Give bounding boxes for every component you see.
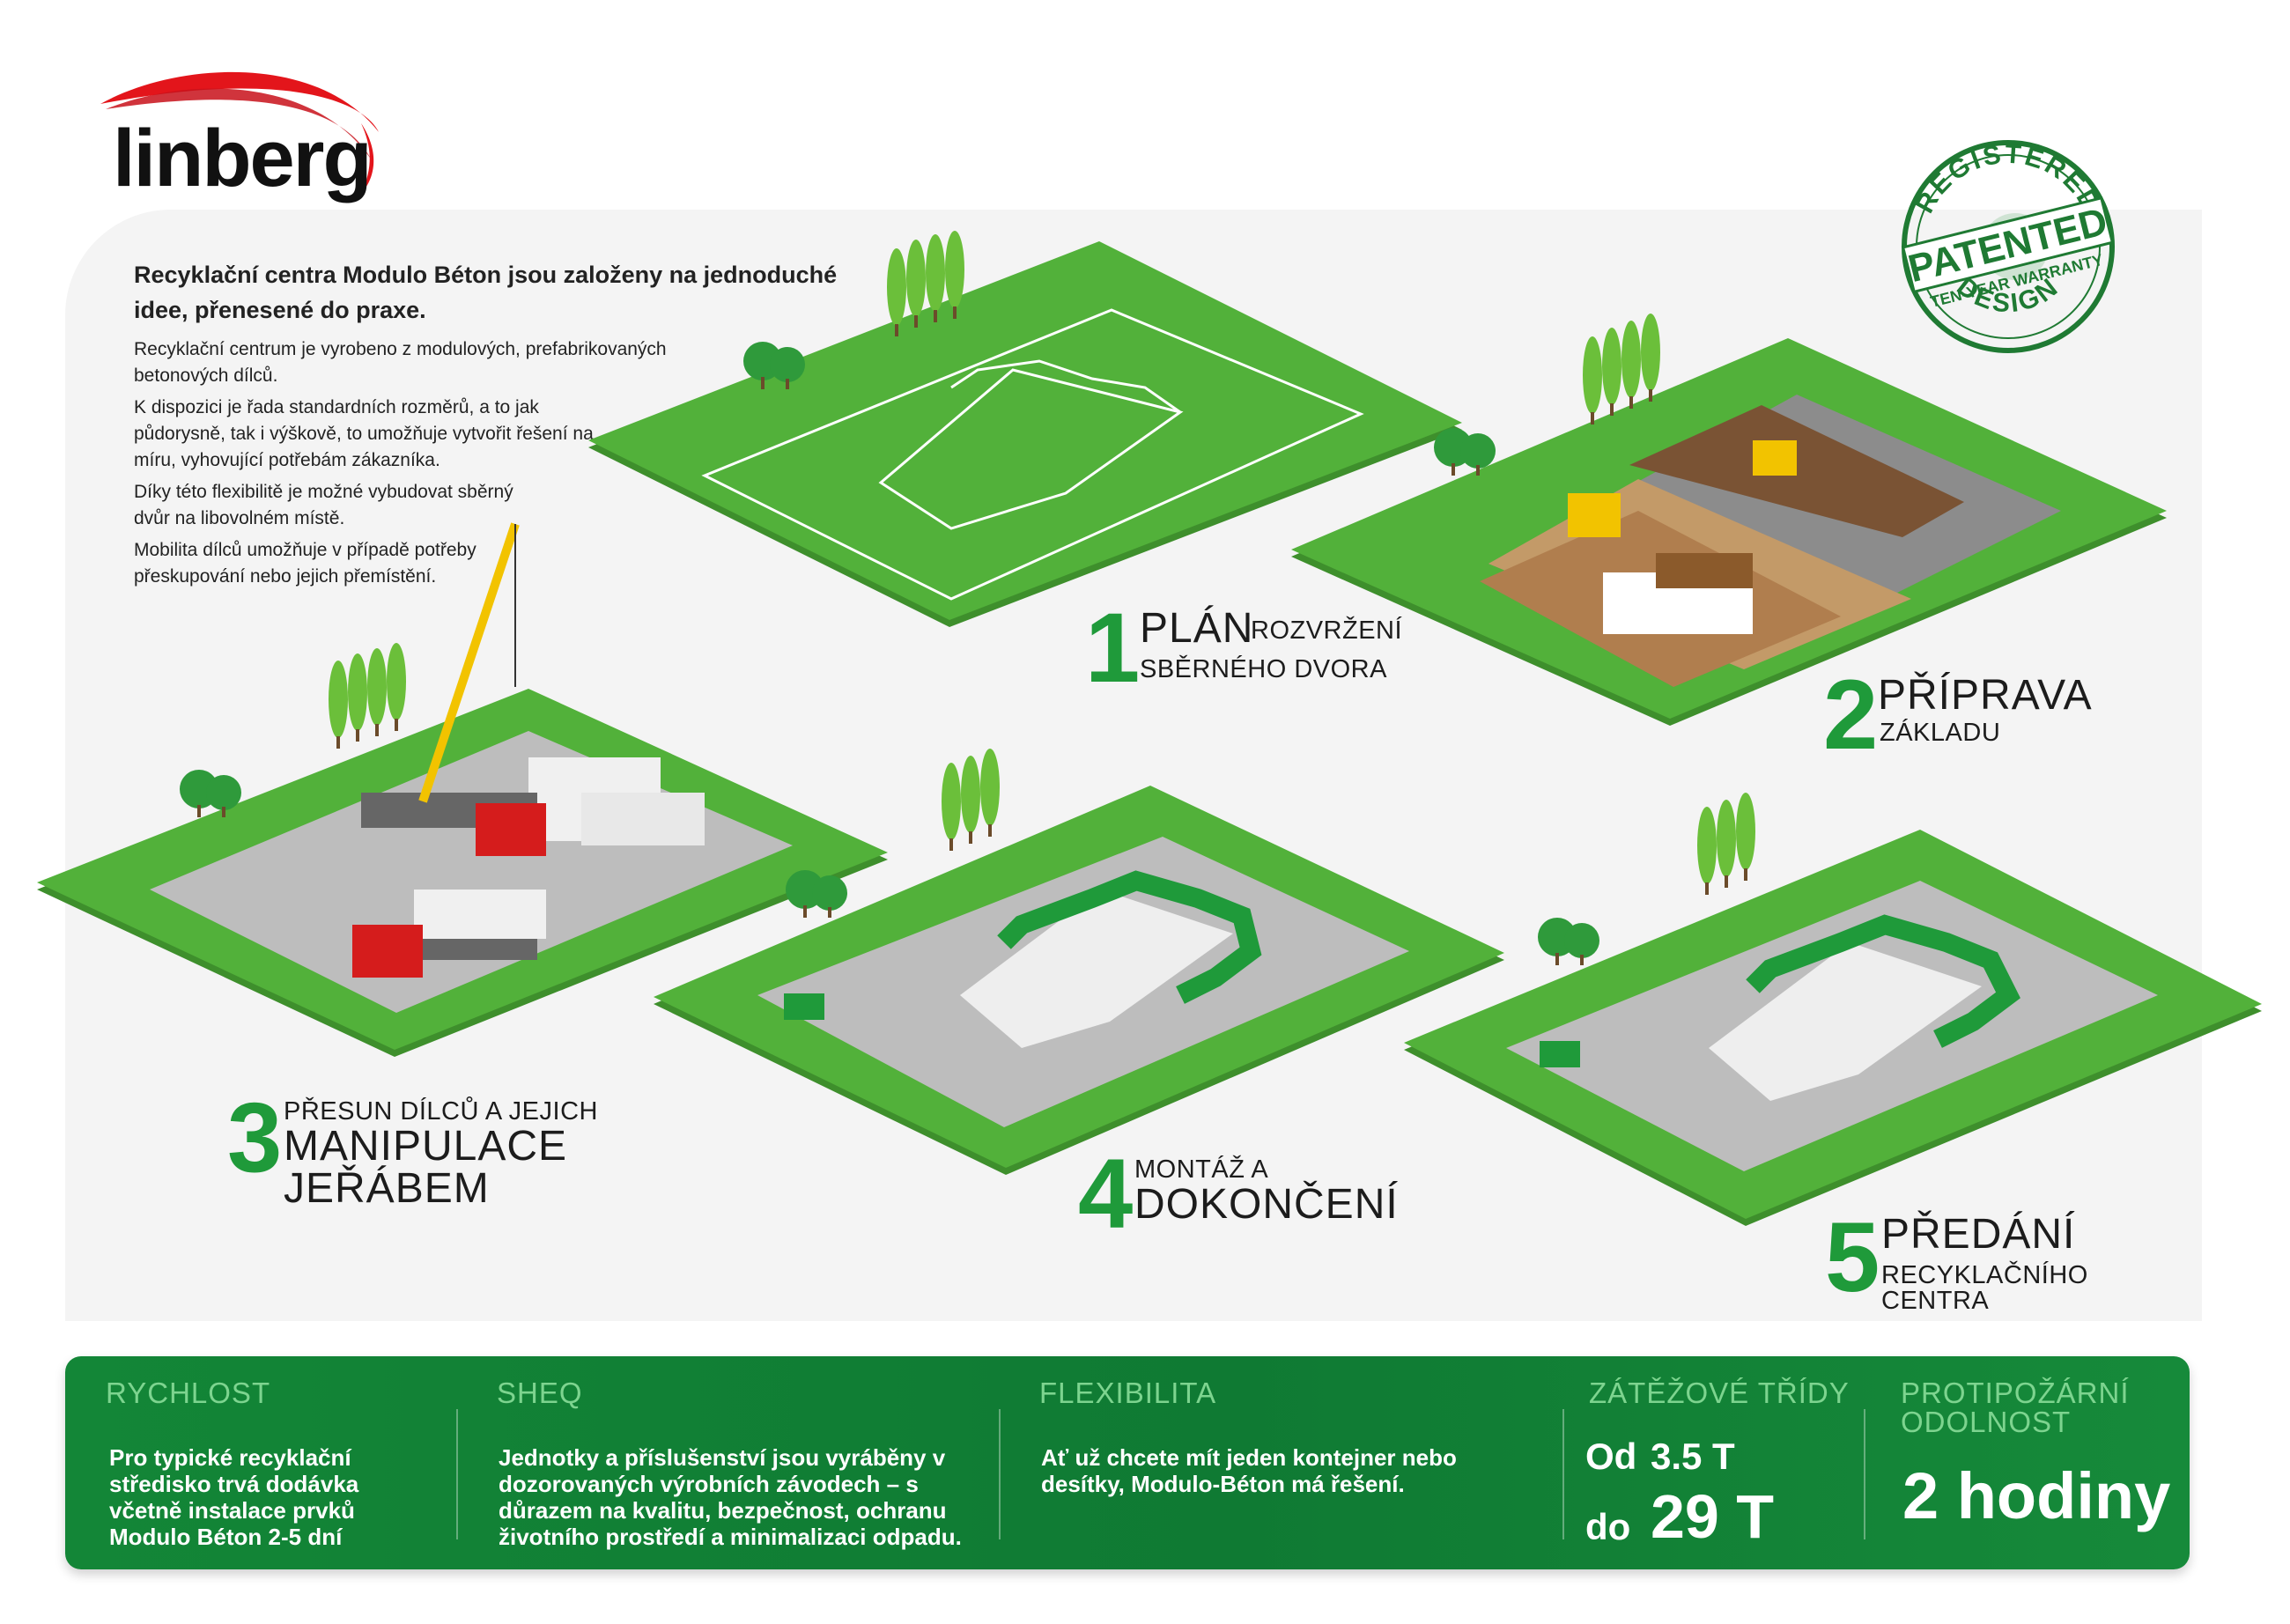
step-1-subtitle-b: SBĚRNÉHO DVORA	[1140, 655, 1387, 683]
load-to-value: 29 T	[1651, 1482, 1775, 1551]
step-1-label: 1 PLÁN ROZVRŽENÍ SBĚRNÉHO DVORA	[1085, 593, 1455, 703]
step-2-title: PŘÍPRAVA	[1878, 672, 2093, 719]
step-1-subtitle-a: ROZVRŽENÍ	[1251, 616, 1403, 645]
step-4-title: DOKONČENÍ	[1134, 1181, 1399, 1228]
step-4-label: 4 MONTÁŽ A DOKONČENÍ	[1078, 1139, 1448, 1249]
feature-speed-text: Pro typické recyklační středisko trvá do…	[109, 1444, 359, 1550]
step-4-subtitle: MONTÁŽ A	[1134, 1155, 1269, 1184]
intro-text-block: Recyklační centra Modulo Béton jsou zalo…	[134, 257, 856, 595]
feature-fire-heading-b: ODOLNOST	[1901, 1406, 2072, 1438]
load-from-value: 3.5 T	[1651, 1436, 1735, 1477]
feature-speed-heading: RYCHLOST	[106, 1377, 271, 1409]
step-2-number: 2	[1823, 660, 1879, 770]
scene-3-transport	[37, 522, 888, 1057]
feature-fire-resistance: PROTIPOŽÁRNÍ ODOLNOST 2 hodiny	[1901, 1356, 2183, 1569]
scene-1-plan	[588, 231, 1462, 627]
step-3-label: 3 PŘESUN DÍLCŮ A JEJICH MANIPULACE JEŘÁB…	[227, 1082, 773, 1210]
step-5-label: 5 PŘEDÁNÍ RECYKLAČNÍHO CENTRA	[1825, 1202, 2195, 1314]
feature-load-heading: ZÁTĚŽOVÉ TŘÍDY	[1589, 1377, 1850, 1409]
step-5-number: 5	[1825, 1202, 1880, 1312]
step-1-title: PLÁN	[1140, 605, 1254, 652]
intro-paragraph: Recyklační centrum je vyrobeno z modulov…	[134, 339, 667, 386]
feature-fire-heading-a: PROTIPOŽÁRNÍ	[1901, 1377, 2130, 1409]
feature-sheq-heading: SHEQ	[497, 1377, 583, 1409]
feature-speed: RYCHLOST Pro typické recyklační středisk…	[106, 1356, 458, 1569]
scene-4-assembly	[654, 749, 1504, 1175]
scene-5-handover	[1404, 793, 2262, 1226]
load-from-label: Od	[1585, 1436, 1637, 1477]
divider	[999, 1409, 1001, 1539]
step-1-number: 1	[1085, 593, 1141, 703]
load-to-label: do	[1585, 1506, 1631, 1547]
divider	[1562, 1409, 1564, 1539]
feature-flexibility-text: Ať už chcete mít jeden kontejner nebo de…	[1041, 1444, 1457, 1497]
intro-paragraph: Mobilita dílců umožňuje v případě potřeb…	[134, 540, 476, 587]
step-2-label: 2 PŘÍPRAVA ZÁKLADU	[1823, 660, 2092, 770]
step-4-number: 4	[1078, 1139, 1134, 1249]
divider	[456, 1409, 458, 1539]
step-3-number: 3	[227, 1082, 283, 1192]
feature-sheq: SHEQ Jednotky a příslušenství jsou vyráb…	[497, 1356, 1025, 1569]
step-2-subtitle: ZÁKLADU	[1880, 719, 2001, 747]
scene-2-preparation	[1291, 314, 2167, 726]
intro-paragraph: Díky této flexibilitě je možné vybudovat…	[134, 482, 513, 528]
feature-sheq-text: Jednotky a příslušenství jsou vyráběny v…	[499, 1444, 962, 1550]
intro-paragraph: K dispozici je řada standardních rozměrů…	[134, 397, 594, 470]
divider	[1864, 1409, 1865, 1539]
step-5-title: PŘEDÁNÍ	[1881, 1211, 2076, 1258]
feature-load-classes: ZÁTĚŽOVÉ TŘÍDY Od 3.5 T do 29 T	[1562, 1356, 1932, 1569]
features-band: RYCHLOST Pro typické recyklační středisk…	[65, 1356, 2190, 1569]
fire-resistance-value: 2 hodiny	[1902, 1459, 2171, 1532]
step-3-title: MANIPULACE JEŘÁBEM	[284, 1123, 568, 1212]
feature-flexibility: FLEXIBILITA Ať už chcete mít jeden konte…	[1039, 1356, 1568, 1569]
feature-flexibility-heading: FLEXIBILITA	[1039, 1377, 1217, 1409]
intro-title: Recyklační centra Modulo Béton jsou zalo…	[134, 262, 838, 323]
step-5-subtitle: RECYKLAČNÍHO CENTRA	[1881, 1261, 2088, 1315]
step-3-subtitle: PŘESUN DÍLCŮ A JEJICH	[284, 1097, 598, 1126]
logo-swoosh-icon	[100, 71, 379, 194]
logo-wordmark: linberg	[113, 114, 373, 203]
linberg-logo: linberg	[97, 62, 396, 211]
